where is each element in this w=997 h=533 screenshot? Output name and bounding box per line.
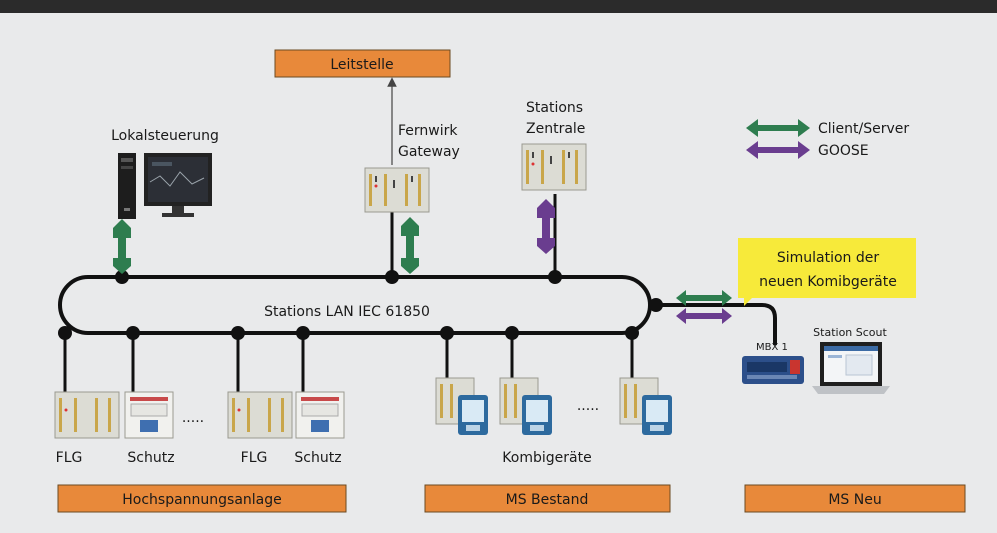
mbx-label: MBX 1 xyxy=(756,342,788,353)
lan-label: Stations LAN IEC 61850 xyxy=(264,304,430,320)
pc-tower-icon xyxy=(118,153,136,219)
flg-rack-icon-2 xyxy=(227,391,293,439)
leitstelle-label: Leitstelle xyxy=(330,57,393,73)
legend-client-server-icon xyxy=(746,119,810,137)
top-bar xyxy=(0,0,997,13)
ms-bestand-label: MS Bestand xyxy=(506,492,589,508)
flg-label-2: FLG xyxy=(241,450,268,466)
stations-label-1: Stations xyxy=(526,100,583,116)
lokalsteuerung-label: Lokalsteuerung xyxy=(111,128,219,144)
schutz-device-icon-2 xyxy=(295,391,345,439)
ms-neu-label: MS Neu xyxy=(828,492,881,508)
client-server-arrow-gateway xyxy=(401,217,419,274)
kombigeraet-icon-3 xyxy=(619,377,672,435)
lower-connectors xyxy=(63,333,634,392)
kombigeraet-icon-1 xyxy=(435,377,488,435)
client-server-arrow-lokal xyxy=(113,219,131,274)
flg-rack-icon-1 xyxy=(54,391,120,439)
leitstelle-box: Leitstelle xyxy=(274,49,451,78)
upper-connectors xyxy=(120,194,557,277)
kombigeraet-icon-2 xyxy=(499,377,552,435)
zentrale-rack-icon xyxy=(521,143,587,191)
legend-goose-icon xyxy=(746,141,810,159)
gateway-rack-icon xyxy=(364,167,430,213)
legend-client-server-label: Client/Server xyxy=(818,121,909,137)
fernwirk-label-1: Fernwirk xyxy=(398,123,458,139)
callout-line-1: Simulation der xyxy=(777,250,880,266)
legend-goose-label: GOOSE xyxy=(818,143,869,159)
fernwirk-label-2: Gateway xyxy=(398,144,460,160)
simulation-callout: Simulation der neuen Komibgeräte xyxy=(738,238,916,306)
bus-junctions xyxy=(58,270,663,340)
lan-ring xyxy=(58,275,777,345)
ms-bestand-box: MS Bestand xyxy=(424,484,671,513)
laptop-icon xyxy=(812,342,890,394)
kombigeraete-label: Kombigeräte xyxy=(502,450,591,466)
hochspannungsanlage-box: Hochspannungsanlage xyxy=(57,484,347,513)
ellipsis-1: ..... xyxy=(182,410,204,426)
hochspannungsanlage-label: Hochspannungsanlage xyxy=(122,492,282,508)
schutz-label-1: Schutz xyxy=(127,450,174,466)
stations-label-2: Zentrale xyxy=(526,121,585,137)
callout-line-2: neuen Komibgeräte xyxy=(759,274,897,290)
schutz-label-2: Schutz xyxy=(294,450,341,466)
mbx-device-icon xyxy=(742,356,804,384)
client-server-arrow-mbx xyxy=(676,290,732,306)
legend: Client/Server GOOSE xyxy=(746,119,909,159)
monitor-icon xyxy=(144,153,212,217)
ms-neu-box: MS Neu xyxy=(744,484,966,513)
ellipsis-2: ..... xyxy=(577,398,599,414)
goose-arrow-zentrale xyxy=(537,199,555,254)
station-scout-label: Station Scout xyxy=(813,326,887,339)
goose-arrow-mbx xyxy=(676,308,732,324)
flg-label-1: FLG xyxy=(56,450,83,466)
schutz-device-icon-1 xyxy=(124,391,174,439)
